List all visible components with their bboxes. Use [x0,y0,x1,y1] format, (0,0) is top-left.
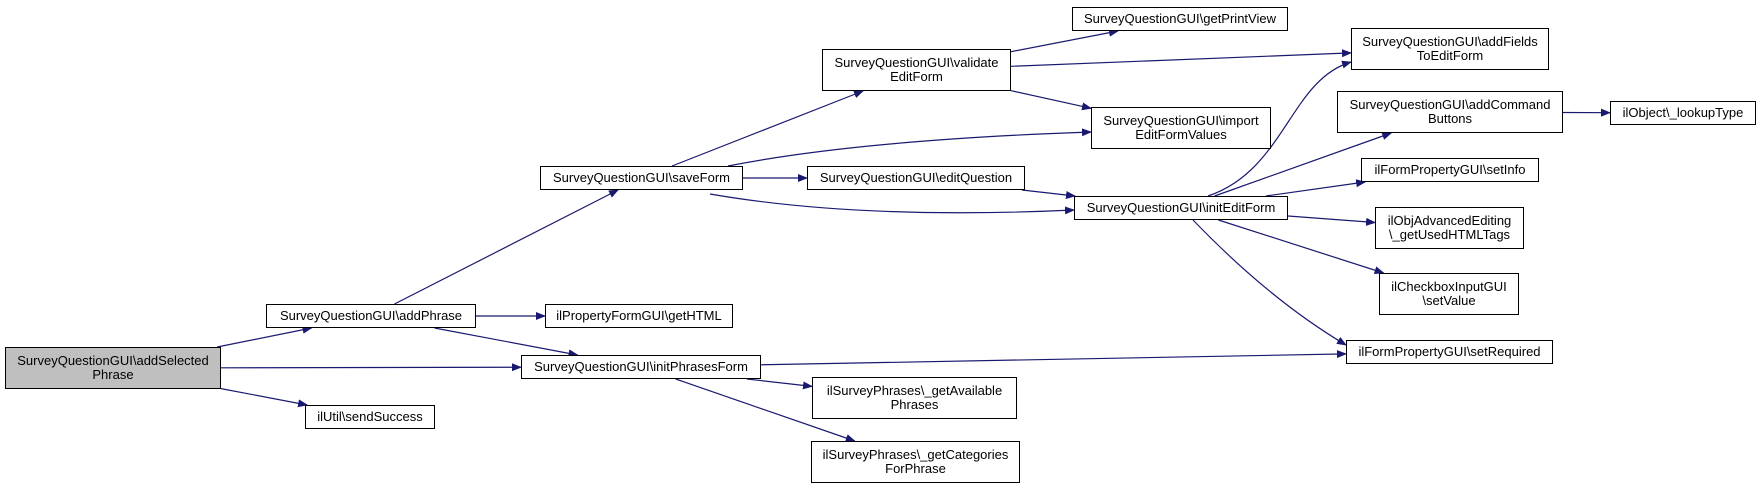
node-lookuptype[interactable]: ilObject\_lookupType [1610,101,1756,125]
node-addselectedphrase: SurveyQuestionGUI\addSelected Phrase [5,347,221,389]
node-saveform[interactable]: SurveyQuestionGUI\saveForm [540,166,743,190]
node-addcommandbuttons[interactable]: SurveyQuestionGUI\addCommand Buttons [1337,91,1563,133]
edge-n7-to-n10 [1021,189,1076,199]
node-sendsuccess[interactable]: ilUtil\sendSuccess [305,405,435,429]
node-addphrase[interactable]: SurveyQuestionGUI\addPhrase [266,304,476,328]
node-getcategoriesforphrase[interactable]: ilSurveyPhrases\_getCategories ForPhrase [811,441,1020,483]
node-importeditformvalues[interactable]: SurveyQuestionGUI\import EditFormValues [1091,107,1271,149]
node-getusedhtmltags[interactable]: ilObjAdvancedEditing \_getUsedHTMLTags [1375,207,1524,249]
node-initphrasesform[interactable]: SurveyQuestionGUI\initPhrasesForm [521,355,761,379]
edge-n10-to-n16 [1192,219,1347,346]
edge-n10-to-n13 [1265,179,1367,197]
edge-n10-to-n12 [1214,132,1393,197]
edge-n6-to-n9 [1010,90,1092,111]
edge-n10-to-n15 [1218,219,1385,275]
edge-n1-to-n2 [434,327,579,358]
node-getavailablephrases[interactable]: ilSurveyPhrases\_getAvailable Phrases [812,377,1017,419]
edge-n1-to-n4 [394,189,619,305]
edge-n2-to-n16 [760,350,1347,366]
edge-n4-to-n6 [671,90,864,167]
node-checkbox-setvalue[interactable]: ilCheckboxInputGUI \setValue [1379,273,1519,315]
edge-n4-to-n9 [727,128,1092,167]
node-setrequired[interactable]: ilFormPropertyGUI\setRequired [1346,340,1553,364]
edge-n6-to-n8 [1010,28,1119,53]
node-editquestion[interactable]: SurveyQuestionGUI\editQuestion [807,166,1025,190]
edge-n0-to-n3 [220,388,309,408]
node-gethtml[interactable]: ilPropertyFormGUI\getHTML [545,304,733,328]
edge-n4-to-n10 [709,193,1075,215]
edge-n2-to-n18 [746,378,813,390]
edge-n10-to-n11 [1207,60,1352,197]
node-initeditform[interactable]: SurveyQuestionGUI\initEditForm [1074,196,1288,220]
edge-n10-to-n14 [1287,215,1376,226]
edge-n2-to-n19 [675,378,856,442]
node-addfieldstoeditform[interactable]: SurveyQuestionGUI\addFields ToEditForm [1351,28,1549,70]
edge-n6-to-n11 [1010,49,1352,67]
edge-n0-to-n2 [220,363,522,372]
node-setinfo[interactable]: ilFormPropertyGUI\setInfo [1361,158,1539,182]
node-validateeditform[interactable]: SurveyQuestionGUI\validate EditForm [822,49,1011,91]
edge-n0-to-n1 [217,325,313,348]
node-getprintview[interactable]: SurveyQuestionGUI\getPrintView [1072,7,1288,31]
